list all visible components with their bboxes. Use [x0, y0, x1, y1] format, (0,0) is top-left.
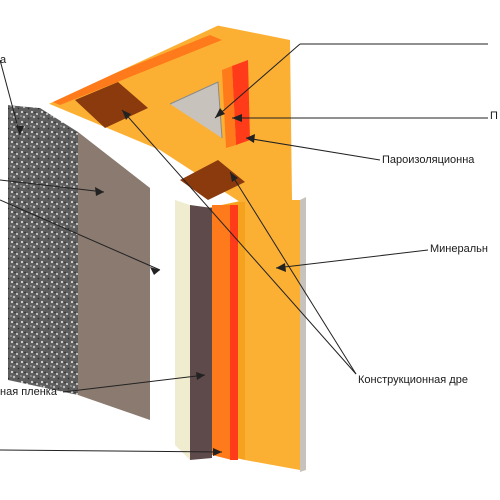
- label-film-left: ная пленка: [0, 386, 57, 398]
- leader-lines: [0, 43, 488, 453]
- vapor-barrier-vertical: [230, 205, 238, 460]
- arrowheads: [16, 108, 286, 456]
- label-top-left: а: [0, 54, 7, 66]
- mineral-wool-right-face: [245, 200, 300, 470]
- plaster-face: [150, 188, 175, 445]
- concrete-wall: [8, 105, 78, 395]
- timber-beam-corner: [180, 160, 245, 200]
- plaster-top: [18, 15, 230, 108]
- orange-layer-top: [48, 35, 222, 105]
- label-right-edge: П: [490, 110, 498, 122]
- label-structural-timber: Конструкционная дре: [358, 374, 468, 386]
- vapor-barrier-top: [232, 60, 250, 145]
- membrane-face: [190, 205, 212, 460]
- steel-angle-inset: [170, 82, 222, 138]
- concrete-edge: [8, 100, 40, 108]
- label-mineral-wool: Минеральн: [430, 243, 488, 255]
- label-vapor-barrier: Пароизоляционна: [382, 154, 475, 166]
- orange-layer-vertical: [212, 205, 232, 460]
- cladding-face: [175, 200, 190, 460]
- timber-beam-left: [75, 82, 148, 128]
- steel-profile: [300, 197, 306, 472]
- orange-strip-top-right: [222, 66, 236, 148]
- board-face: [78, 132, 150, 420]
